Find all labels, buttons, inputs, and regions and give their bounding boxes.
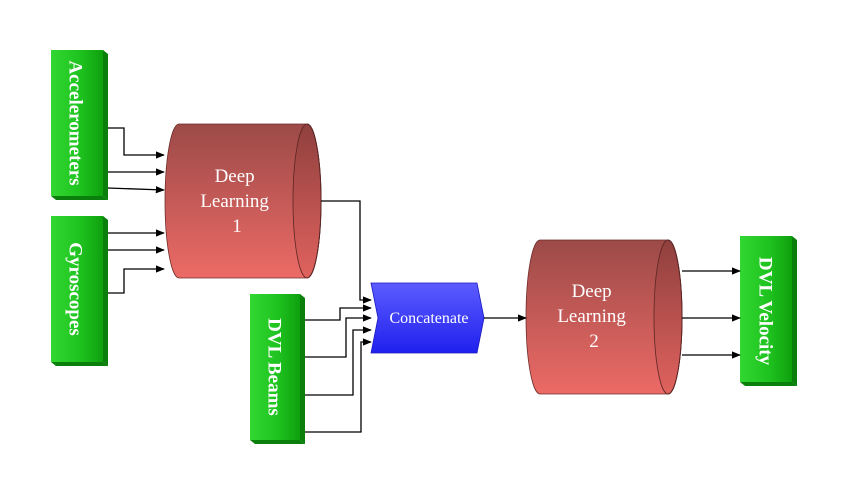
dvl-velocity-block: DVL Velocity xyxy=(740,236,797,386)
deep-learning-1-label: Deep Learning 1 xyxy=(200,166,273,237)
gyroscopes-label: Gyroscopes xyxy=(65,242,86,336)
gyroscopes-block: Gyroscopes xyxy=(51,216,108,366)
concatenate-block: Concatenate xyxy=(370,282,485,354)
output-arrows xyxy=(682,267,741,359)
accel-arrow-3 xyxy=(107,186,165,194)
deep-learning-1-block: Deep Learning 1 xyxy=(164,123,322,279)
dvl-beam-arrows xyxy=(305,304,372,433)
beam-arrow-4 xyxy=(305,338,372,433)
accelerometers-block: Accelerometers xyxy=(51,50,108,200)
beam-arrow-2 xyxy=(305,314,372,358)
dvl-velocity-label: DVL Velocity xyxy=(755,257,776,366)
deep-learning-2-block: Deep Learning 2 xyxy=(525,239,683,395)
deep-learning-2-label: Deep Learning 2 xyxy=(557,281,630,352)
concatenate-label: Concatenate xyxy=(389,310,468,327)
dvl-beams-label: DVL Beams xyxy=(264,318,285,416)
accelerometer-arrows xyxy=(107,127,165,194)
accel-arrow-1 xyxy=(108,127,165,159)
gyro-arrow-3 xyxy=(108,265,165,294)
beam-arrow-3 xyxy=(305,326,372,396)
beam-arrow-1 xyxy=(305,304,372,321)
dl1-to-concatenate-arrow xyxy=(321,200,372,304)
accelerometers-label: Accelerometers xyxy=(65,60,86,185)
dvl-beams-block: DVL Beams xyxy=(250,294,305,444)
gyroscope-arrows xyxy=(108,229,165,294)
